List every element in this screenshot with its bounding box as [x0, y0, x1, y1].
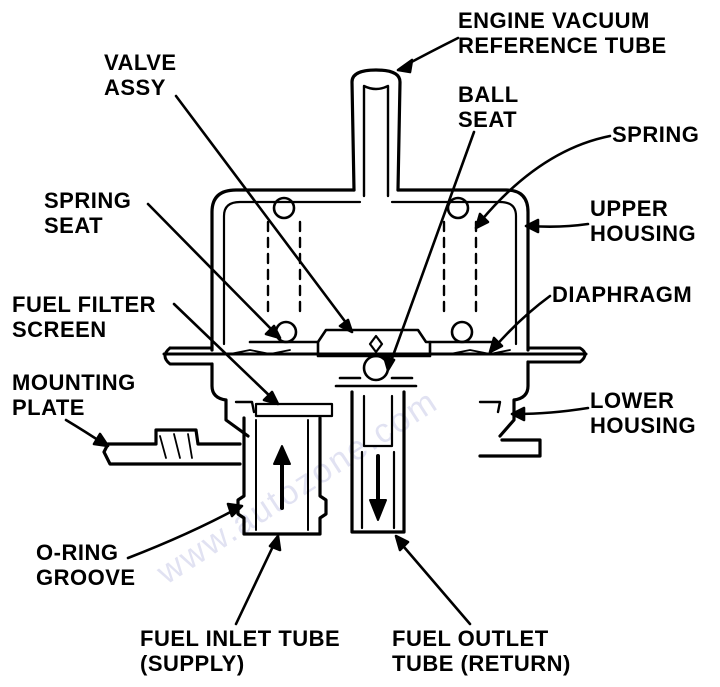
vacuum-tube	[350, 68, 402, 192]
spring-seat-plate	[248, 328, 498, 344]
lower-ball-right	[450, 320, 474, 344]
upper-ball-left	[272, 196, 296, 220]
fuel-outlet-tube	[350, 390, 406, 534]
fuel-filter-screen	[254, 402, 334, 418]
mounting-plate	[102, 428, 542, 466]
upper-ball-right	[446, 196, 470, 220]
upper-housing	[210, 188, 530, 352]
diaphragm-pattern	[229, 349, 511, 355]
outlet-tube-inner	[360, 394, 396, 530]
leader-lines	[64, 36, 612, 626]
lower-housing-inner	[234, 400, 502, 414]
spring	[266, 220, 478, 320]
valve-stem	[368, 334, 384, 354]
mounting-plate-hatch	[159, 433, 193, 459]
label-diaphragm: DIAPHRAGM	[552, 282, 693, 307]
vacuum-tube-bore	[362, 84, 390, 198]
label-spring: SPRING	[612, 122, 700, 147]
flange-lower	[163, 346, 214, 366]
fuel-inlet-tube	[236, 416, 328, 536]
ball-seat	[334, 376, 418, 388]
flange-upper	[168, 346, 587, 364]
lower-housing	[210, 360, 530, 438]
label-fuel-inlet-tube: FUEL INLET TUBE(SUPPLY)	[140, 626, 341, 676]
upper-housing-inner	[222, 200, 518, 346]
inlet-tube-inner	[255, 419, 309, 531]
